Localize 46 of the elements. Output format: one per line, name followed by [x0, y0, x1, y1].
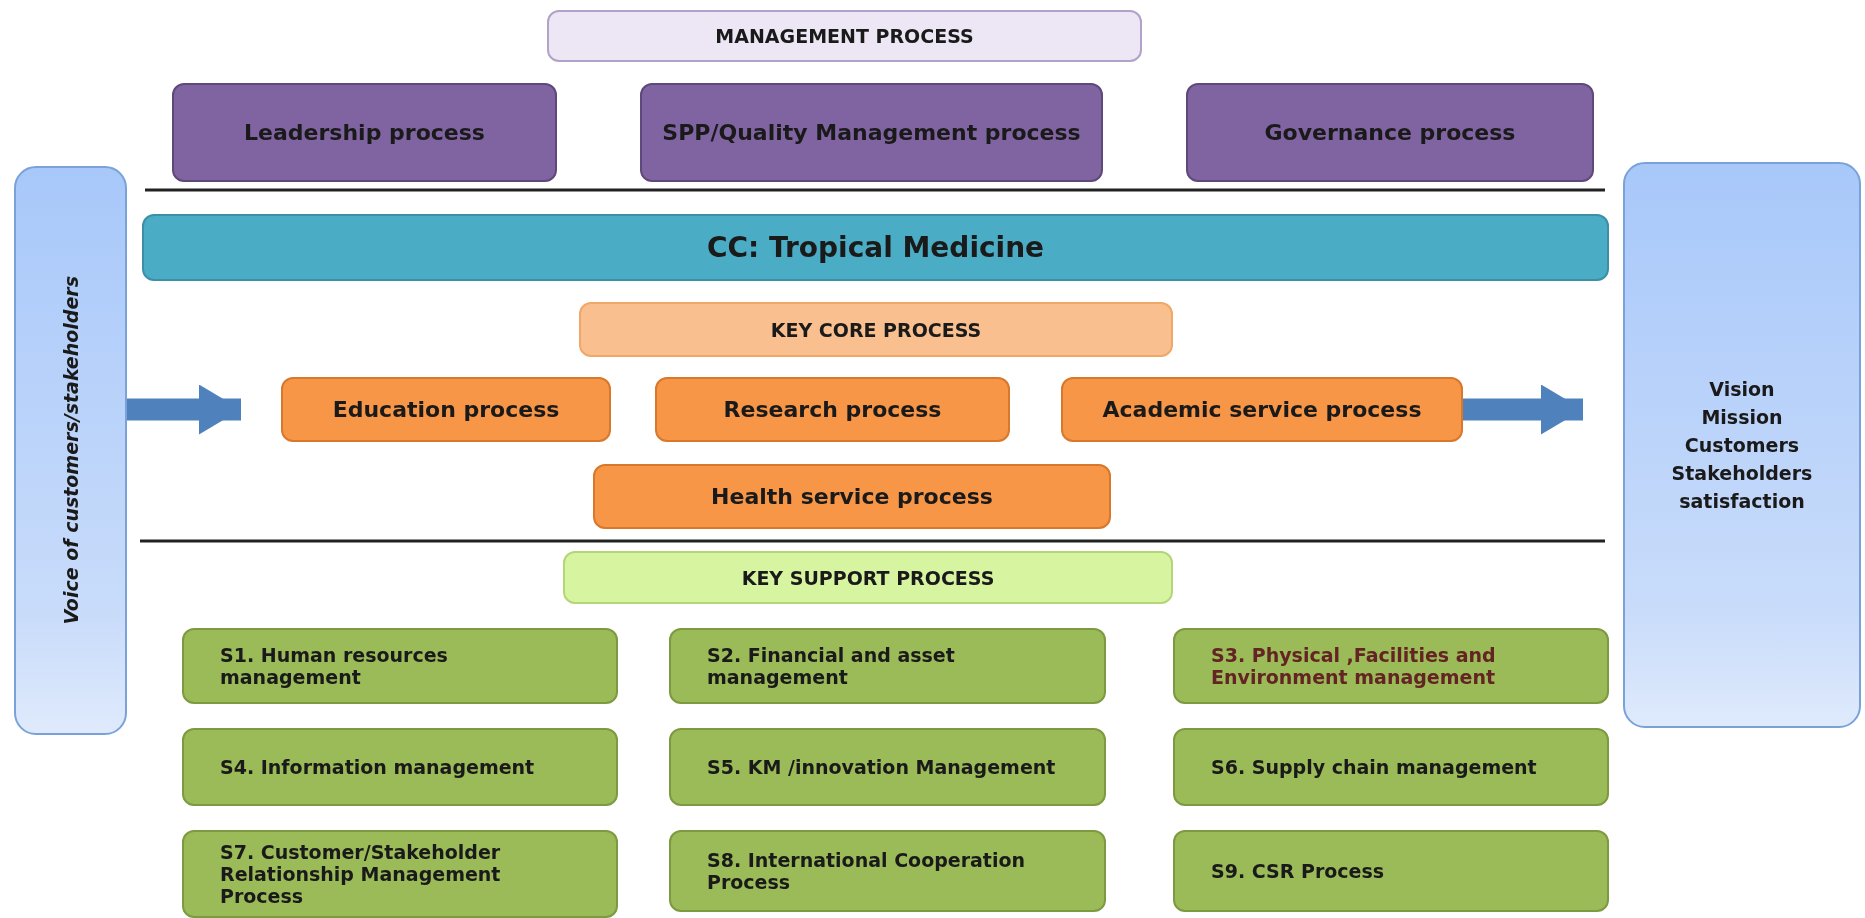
box-label: Governance process: [1264, 120, 1516, 145]
process-box: [281, 377, 611, 442]
process-box: [182, 728, 618, 806]
box-label: S7. Customer/Stakeholder Relationship Management Process: [220, 841, 502, 907]
box-label: S3. Physical ,Facilities and Environment management: [1211, 644, 1497, 688]
header-box: [563, 551, 1173, 604]
arrow: [127, 384, 241, 435]
side-panel: [14, 166, 127, 735]
box-label: Voice of customers/stakeholders: [59, 276, 82, 625]
box-label: KEY CORE PROCESS: [770, 318, 982, 341]
process-box: [593, 464, 1111, 529]
header-box: [579, 302, 1173, 357]
box-label: S6. Supply chain management: [1211, 756, 1537, 778]
header-box: [547, 10, 1142, 62]
banner-box: [142, 214, 1609, 281]
process-box: [1186, 83, 1594, 182]
box-label: Academic service process: [1102, 397, 1422, 422]
box-label: Vision Mission Customers Stakeholders satisfaction: [1670, 377, 1814, 514]
box-label: Education process: [332, 397, 560, 422]
box-label: SPP/Quality Management process: [662, 120, 1081, 145]
box-label: S1. Human resources management: [220, 644, 449, 688]
arrow: [1463, 384, 1583, 435]
process-box: [1061, 377, 1463, 442]
process-box: [669, 728, 1106, 806]
box-label: S9. CSR Process: [1211, 860, 1385, 882]
process-box: [669, 628, 1106, 704]
side-panel: [1623, 162, 1861, 728]
process-box: [182, 628, 618, 704]
box-label: Health service process: [711, 484, 993, 509]
process-box: [1173, 830, 1609, 912]
box-label: KEY SUPPORT PROCESS: [741, 566, 995, 589]
box-label: MANAGEMENT PROCESS: [715, 25, 974, 47]
box-label: S5. KM /innovation Management: [707, 756, 1056, 778]
process-box: [1173, 728, 1609, 806]
process-box: [655, 377, 1010, 442]
box-label: Research process: [723, 397, 942, 422]
box-label: Leadership process: [244, 120, 485, 145]
process-box: [182, 830, 618, 918]
box-label: S2. Financial and asset management: [707, 644, 956, 688]
process-box: [1173, 628, 1609, 704]
process-box: [640, 83, 1103, 182]
box-label: CC: Tropical Medicine: [706, 231, 1045, 264]
process-box: [669, 830, 1106, 912]
box-label: S4. Information management: [220, 756, 535, 778]
box-label: S8. International Cooperation Process: [707, 849, 1027, 893]
process-box: [172, 83, 557, 182]
